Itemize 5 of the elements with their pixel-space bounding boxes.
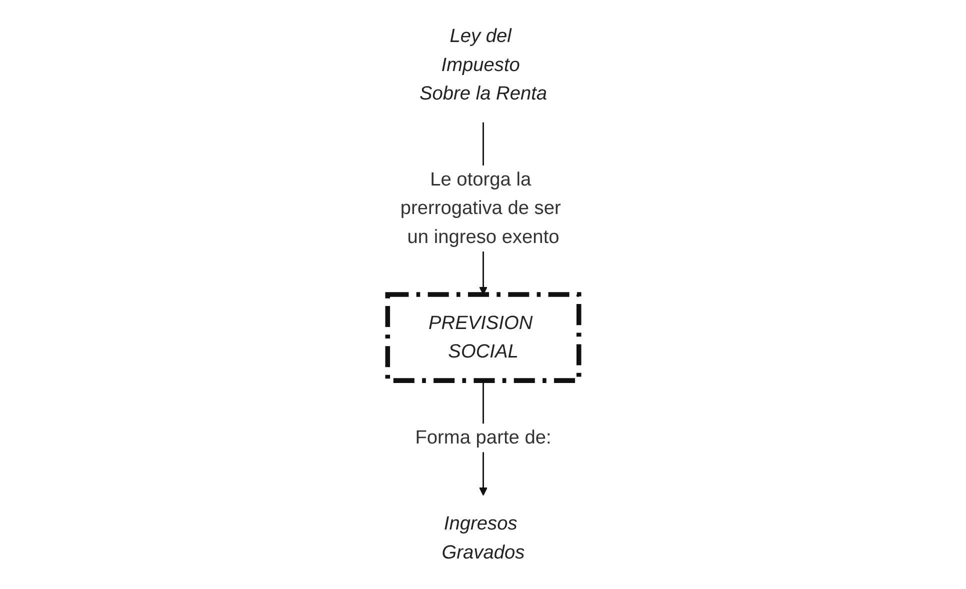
node-box: PREVISION SOCIAL <box>385 292 581 383</box>
edge-label: Le otorga la prerrogativa de ser un ingreso exento <box>400 169 561 248</box>
node-text: Ley del Impuesto Sobre la Renta <box>419 26 547 104</box>
edge-label: Forma parte de: <box>414 427 552 448</box>
node-text: Ingresos Gravados <box>442 513 524 564</box>
